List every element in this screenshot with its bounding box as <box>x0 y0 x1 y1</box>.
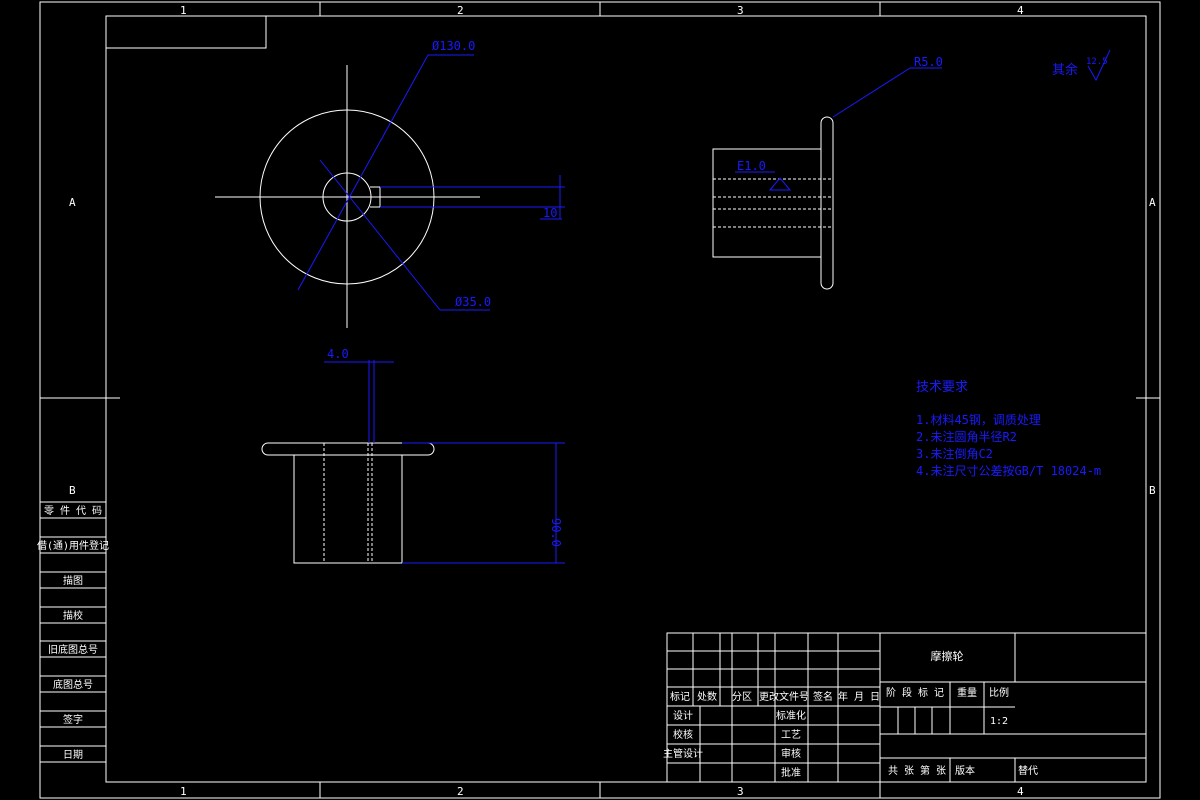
side-record-table: 零 件 代 码 借(通)用件登记 描图 描校 旧底图总号 底图总号 签字 日期 <box>37 501 109 763</box>
tech-req-item-4: 4.未注尺寸公差按GB/T 18024-m <box>916 463 1101 478</box>
header-signature: 签名 <box>813 690 833 703</box>
zone-col-1-bottom: 1 <box>180 785 187 798</box>
tech-req-item-2: 2.未注圆角半径R2 <box>916 429 1017 444</box>
section-view <box>261 360 565 564</box>
part-name: 摩擦轮 <box>931 649 964 663</box>
corner-box <box>105 15 267 49</box>
title-block <box>666 632 1147 783</box>
dim-bore-diameter: Ø35.0 <box>455 295 491 309</box>
inner-frame <box>105 15 1147 783</box>
scale-value: 1:2 <box>990 716 1008 727</box>
roughness-value: 12.5 <box>1086 57 1108 67</box>
header-change-doc: 更改文件号 <box>759 690 809 703</box>
side-row-1: 零 件 代 码 <box>44 505 102 517</box>
role-process: 工艺 <box>781 729 801 741</box>
dim-flange-radius: R5.0 <box>914 55 943 69</box>
tech-req-title: 技术要求 <box>916 380 968 395</box>
header-zone: 分区 <box>732 691 752 703</box>
zone-col-4-bottom: 4 <box>1017 785 1024 798</box>
zone-col-3-top: 3 <box>737 4 744 17</box>
roughness-label: 其余 <box>1052 62 1078 78</box>
zone-row-a-left: A <box>69 196 76 209</box>
zone-row-a-right: A <box>1149 196 1156 209</box>
scale-label: 比例 <box>989 686 1009 699</box>
side-row-6: 底图总号 <box>53 678 93 691</box>
side-row-2: 借(通)用件登记 <box>37 539 109 552</box>
side-row-3: 描图 <box>63 574 83 587</box>
outer-frame <box>39 1 1161 799</box>
sheet-info: 共 张 第 张 <box>888 764 946 777</box>
zone-col-1-top: 1 <box>180 4 187 17</box>
front-view <box>215 54 565 328</box>
dim-flange-thickness: 4.0 <box>327 347 349 361</box>
dim-hub-height: 90.0 <box>549 518 563 547</box>
role-chief-design: 主管设计 <box>663 747 703 760</box>
role-review: 审核 <box>781 747 801 760</box>
dim-chamfer: E1.0 <box>737 159 766 173</box>
zone-col-2-top: 2 <box>457 4 464 17</box>
tech-req-item-3: 3.未注倒角C2 <box>916 446 993 461</box>
role-approve: 批准 <box>781 766 801 779</box>
dim-outer-diameter: Ø130.0 <box>432 39 475 53</box>
zone-col-4-top: 4 <box>1017 4 1024 17</box>
side-view <box>712 67 942 290</box>
zone-row-b-right: B <box>1149 484 1156 497</box>
zone-col-2-bottom: 2 <box>457 785 464 798</box>
version-label: 版本 <box>955 764 975 777</box>
zone-row-b-left: B <box>69 484 76 497</box>
tech-req-item-1: 1.材料45钢，调质处理 <box>916 413 1041 427</box>
side-row-5: 旧底图总号 <box>48 643 98 656</box>
role-design: 设计 <box>673 709 693 722</box>
weight-label: 重量 <box>957 686 977 699</box>
roughness-symbol <box>1087 49 1111 82</box>
dim-keyway-depth: 10 <box>543 206 557 220</box>
side-row-8: 日期 <box>63 749 83 761</box>
role-standardization: 标准化 <box>776 709 806 722</box>
technical-requirements: 技术要求 1.材料45钢，调质处理 2.未注圆角半径R2 3.未注倒角C2 4.… <box>916 380 1101 478</box>
header-mark: 标记 <box>670 691 690 703</box>
role-check: 校核 <box>673 728 693 741</box>
stage-label: 阶 段 标 记 <box>886 686 944 699</box>
zone-col-3-bottom: 3 <box>737 785 744 798</box>
side-row-4: 描校 <box>63 609 83 622</box>
replace-label: 替代 <box>1018 764 1038 777</box>
header-count: 处数 <box>697 690 717 703</box>
side-row-7: 签字 <box>63 713 83 726</box>
header-date: 年 月 日 <box>838 690 880 703</box>
